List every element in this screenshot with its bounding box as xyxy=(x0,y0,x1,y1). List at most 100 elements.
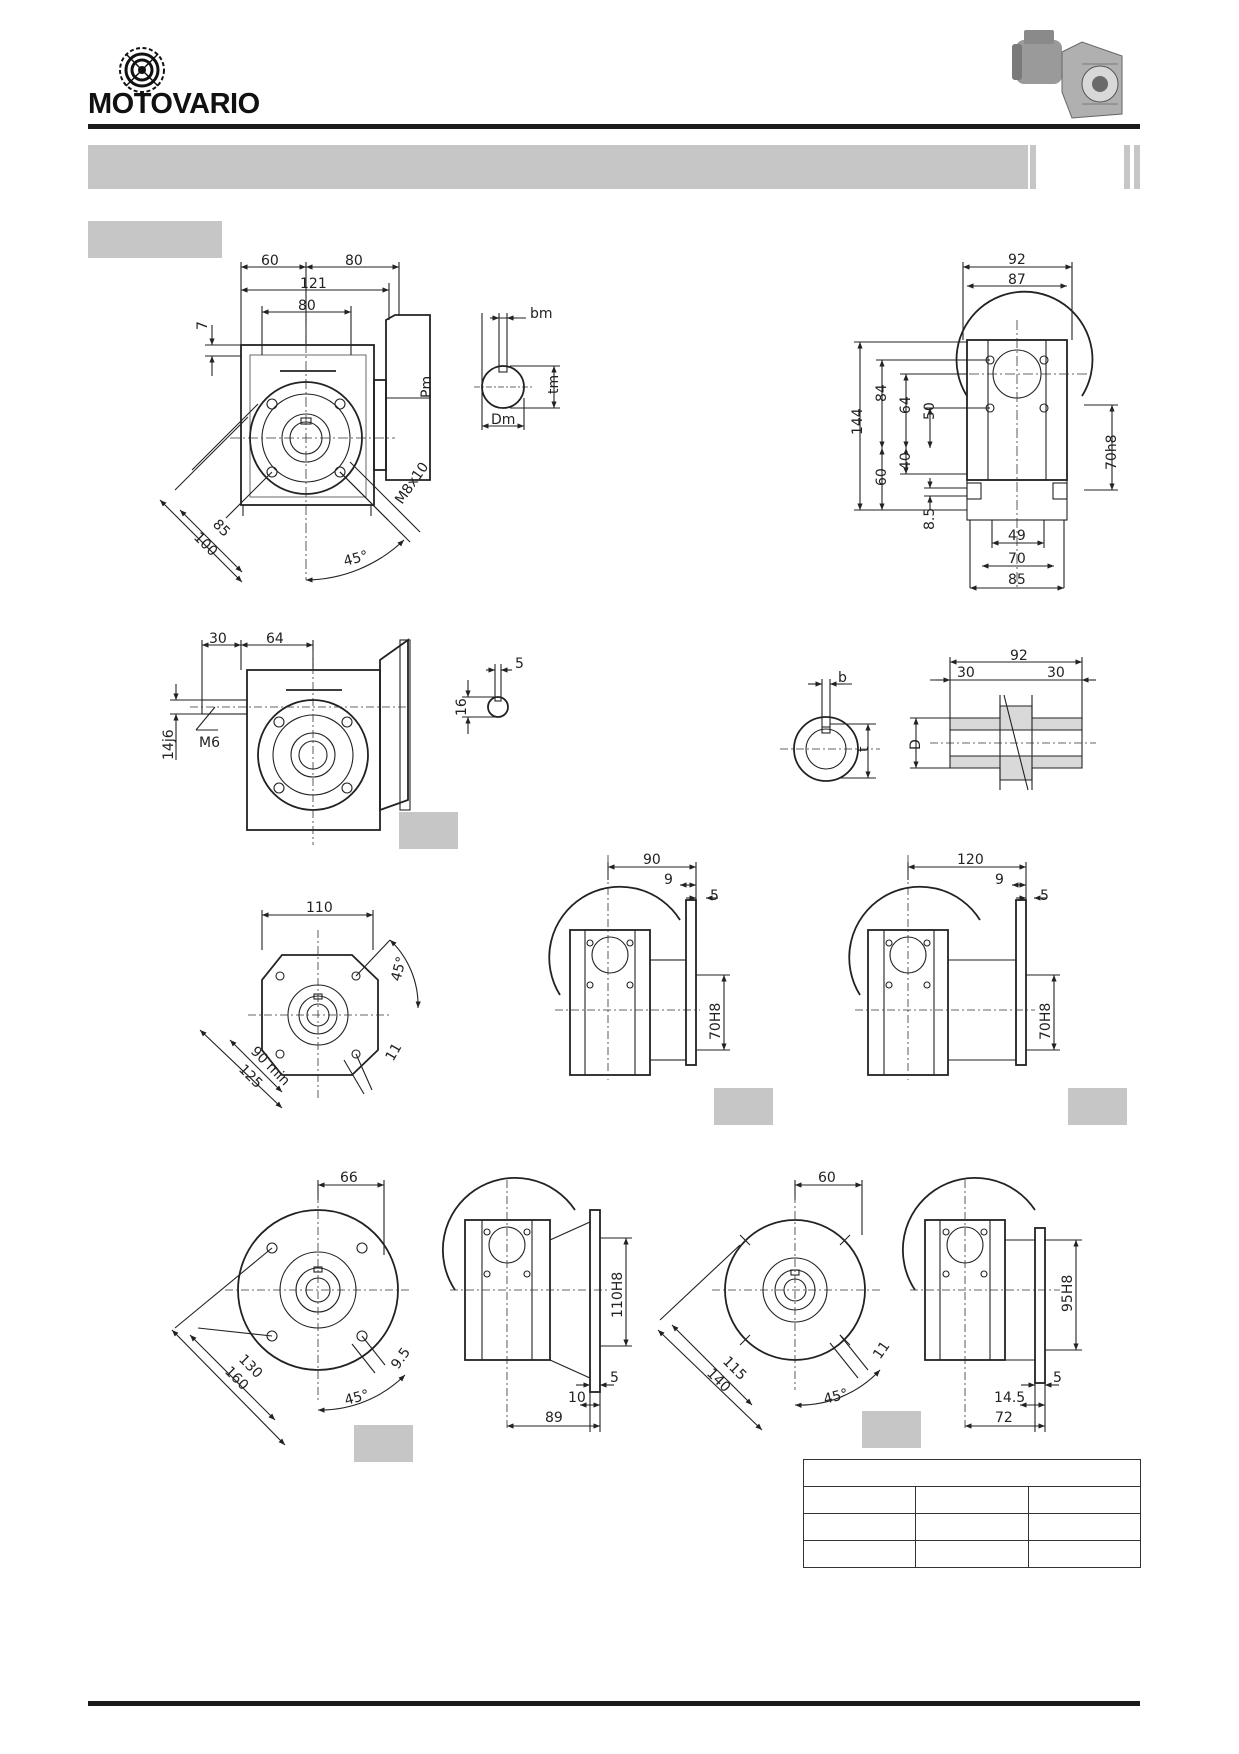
dim-9-5: 9.5 xyxy=(388,1345,414,1372)
mid-left-input-shaft-view: 30 64 14j6 M6 xyxy=(161,631,411,845)
dim-40: 40 xyxy=(898,452,914,470)
table-cell xyxy=(1027,1513,1142,1541)
dim-14-5: 14.5 xyxy=(994,1390,1025,1406)
flange-d-round: 66 130 160 9.5 45° xyxy=(171,1170,414,1446)
dim-5: 5 xyxy=(515,656,524,672)
table-cell xyxy=(915,1540,1029,1568)
table-cell xyxy=(802,1540,917,1568)
dim-7: 7 xyxy=(195,321,211,330)
hollow-shaft-side-section: 92 30 30 D xyxy=(908,648,1096,791)
dim-64: 64 xyxy=(898,396,914,414)
hollow-shaft-key-section: b t xyxy=(780,670,880,782)
dim-5: 5 xyxy=(610,1370,619,1386)
input-key-section: 5 16 xyxy=(454,656,524,734)
dim-110H8: 110H8 xyxy=(610,1272,626,1318)
dim-bm: bm xyxy=(530,306,553,322)
top-left-front-view: 60 80 121 80 7 Pm M8x10 85 100 45° xyxy=(159,253,435,583)
dim-5: 5 xyxy=(1040,888,1049,904)
dim-92: 92 xyxy=(1008,252,1026,268)
table-row xyxy=(803,1459,1141,1487)
dim-70: 70 xyxy=(1008,551,1026,567)
dim-72: 72 xyxy=(995,1410,1013,1426)
dim-60-lower: 60 xyxy=(874,468,890,486)
dim-66: 66 xyxy=(340,1170,358,1186)
dim-60: 60 xyxy=(261,253,279,269)
dim-D: D xyxy=(908,739,924,750)
table-cell xyxy=(802,1486,917,1514)
band-stripe xyxy=(1134,145,1140,189)
dim-10: 10 xyxy=(568,1390,586,1406)
table-row xyxy=(802,1540,1142,1568)
dim-85-bottom: 85 xyxy=(1008,572,1026,588)
dim-121: 121 xyxy=(300,276,327,292)
dim-5: 5 xyxy=(1053,1370,1062,1386)
gear-motor-photo-icon xyxy=(1012,30,1123,119)
dim-60: 60 xyxy=(818,1170,836,1186)
variant-label-box xyxy=(354,1425,413,1462)
dim-30-right: 30 xyxy=(1047,665,1065,681)
table-cell xyxy=(802,1513,917,1541)
dim-70H8: 70H8 xyxy=(708,1003,724,1040)
dim-b: b xyxy=(838,670,847,686)
dim-70H8: 70H8 xyxy=(1038,1003,1054,1040)
flange-b-side: 90 9 5 70H8 xyxy=(548,852,730,1080)
band-stripe xyxy=(1124,145,1130,189)
dim-89: 89 xyxy=(545,1410,563,1426)
dim-64: 64 xyxy=(266,631,284,647)
dim-t: t xyxy=(856,746,872,752)
flange-e-side: 110H8 5 10 89 xyxy=(441,1177,632,1432)
dim-m8x10: M8x10 xyxy=(392,460,432,508)
section-title-band xyxy=(88,145,1028,189)
table-cell xyxy=(1027,1486,1142,1514)
dim-9: 9 xyxy=(664,872,673,888)
dim-5: 5 xyxy=(710,888,719,904)
dim-45-deg: 45° xyxy=(822,1386,850,1408)
dim-m6: M6 xyxy=(199,735,220,751)
table-row xyxy=(802,1486,1142,1514)
dim-90: 90 xyxy=(643,852,661,868)
dim-80-inner: 80 xyxy=(298,298,316,314)
dim-70h8: 70h8 xyxy=(1104,434,1120,470)
dim-45-deg: 45° xyxy=(342,548,370,570)
dim-11: 11 xyxy=(870,1339,893,1363)
flange-c-side: 120 9 5 70H8 xyxy=(848,852,1060,1080)
dim-110: 110 xyxy=(306,900,333,916)
dim-49: 49 xyxy=(1008,528,1026,544)
dim-45-deg: 45° xyxy=(343,1387,371,1409)
dim-144: 144 xyxy=(850,408,866,435)
variant-label-box xyxy=(1068,1088,1127,1125)
dim-11: 11 xyxy=(383,1041,406,1064)
flange-f-round: 60 115 140 11 45° xyxy=(657,1170,894,1431)
motovario-gear-logo-icon xyxy=(119,47,165,93)
dim-120: 120 xyxy=(957,852,984,868)
variant-label-box xyxy=(862,1411,921,1448)
dim-tm: tm xyxy=(546,375,562,394)
header-rule xyxy=(88,124,1140,129)
dim-87: 87 xyxy=(1008,272,1026,288)
table-cell xyxy=(915,1486,1029,1514)
dim-45-deg: 45° xyxy=(388,955,410,983)
dim-9: 9 xyxy=(995,872,1004,888)
dim-95H8: 95H8 xyxy=(1060,1275,1076,1312)
section-label-box xyxy=(88,221,222,258)
shaft-key-section: bm tm Dm xyxy=(474,306,562,430)
variant-label-box xyxy=(399,812,458,849)
table-header-cell xyxy=(803,1459,1141,1487)
table-row xyxy=(802,1513,1142,1541)
dim-85: 85 xyxy=(209,517,233,541)
dim-30: 30 xyxy=(209,631,227,647)
dim-80: 80 xyxy=(345,253,363,269)
dim-92-shaft: 92 xyxy=(1010,648,1028,664)
flange-g-side: 95H8 5 14.5 72 xyxy=(901,1177,1082,1432)
footer-rule xyxy=(88,1701,1140,1706)
dim-30-left: 30 xyxy=(957,665,975,681)
dim-pm: Pm xyxy=(419,376,435,398)
flange-a-square: 110 45° 90 min 125 11 xyxy=(199,900,421,1109)
variant-label-box xyxy=(714,1088,773,1125)
brand-name: MOTOVARIO xyxy=(88,88,260,120)
top-right-side-view: 92 87 144 84 64 50 60 40 8.5 70h8 49 70 … xyxy=(850,252,1120,591)
dim-8-5: 8.5 xyxy=(922,508,938,530)
table-cell xyxy=(1027,1540,1142,1568)
dim-dm: Dm xyxy=(491,412,515,428)
